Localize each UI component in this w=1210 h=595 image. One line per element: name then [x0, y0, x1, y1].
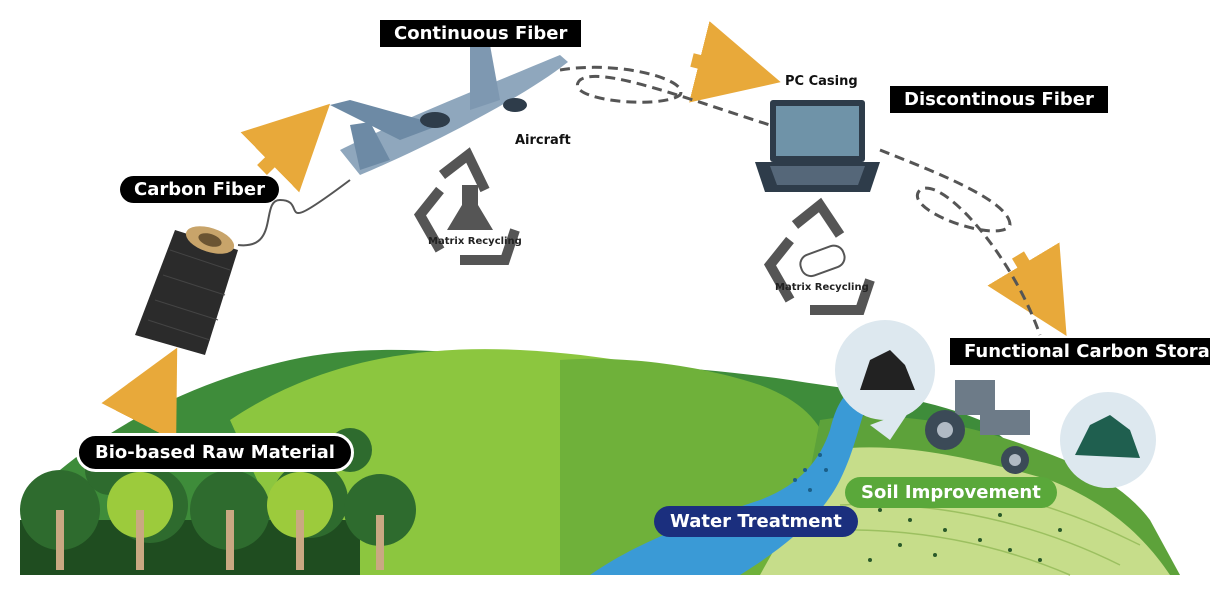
functional-storage-tag: Functional Carbon Storage — [950, 338, 1210, 365]
laptop-icon — [755, 100, 880, 192]
water-treatment-pill: Water Treatment — [654, 506, 858, 537]
recycle-icon — [763, 197, 875, 315]
continuous-fiber-tag: Continuous Fiber — [380, 20, 582, 47]
flow-arrows — [101, 21, 1067, 442]
airplane-icon — [330, 45, 568, 175]
treated-carbon-bubble — [1060, 392, 1156, 488]
pc-casing-label: PC Casing — [785, 74, 858, 89]
carbon-bubble — [835, 320, 935, 440]
aircraft-label: Aircraft — [515, 133, 571, 148]
forest — [20, 428, 416, 575]
tractor-icon — [925, 380, 1030, 474]
soil-improvement-pill: Soil Improvement — [845, 477, 1057, 508]
bobbin-icon — [135, 179, 351, 355]
discontinuous-fiber-tag: Discontinous Fiber — [890, 86, 1108, 113]
matrix-recycling-label-2: Matrix Recycling — [775, 282, 869, 293]
fiber-paths — [559, 65, 1042, 336]
matrix-recycling-label-1: Matrix Recycling — [428, 236, 522, 247]
recycle-icon — [413, 147, 520, 265]
carbon-fiber-tag: Carbon Fiber — [120, 176, 280, 203]
flask-icon — [447, 185, 493, 230]
bio-based-tag: Bio-based Raw Material — [76, 433, 354, 472]
fiber-cylinder-icon — [799, 244, 846, 278]
